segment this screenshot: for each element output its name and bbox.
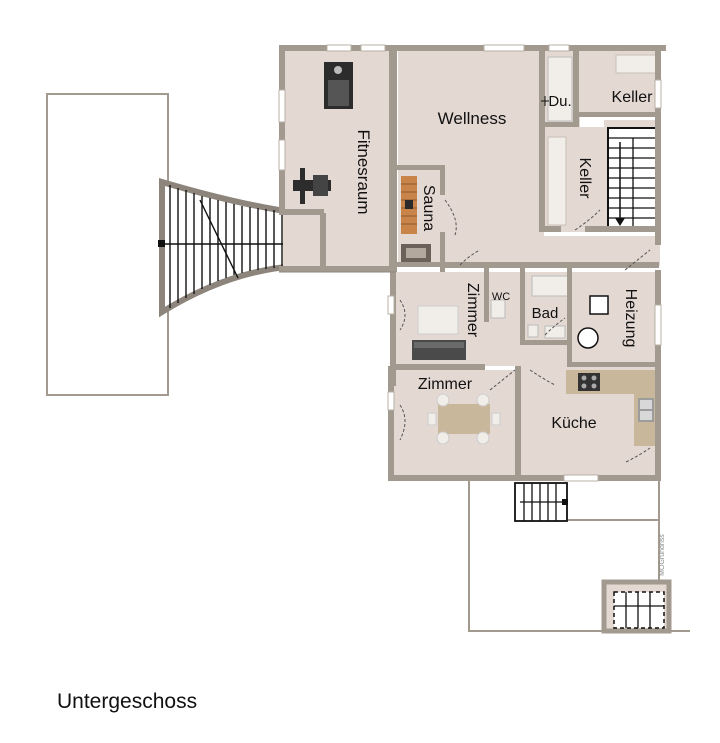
watermark: MOGrundriss — [659, 534, 666, 576]
keller-shelf — [615, 54, 657, 74]
room-label-wc: WC — [492, 291, 510, 303]
shower-tray — [547, 56, 573, 122]
room-label-kueche: Küche — [551, 415, 596, 432]
room-label-wellness: Wellness — [438, 109, 507, 128]
weight-bench-icon — [293, 168, 331, 204]
sauna-oven-icon — [401, 244, 431, 262]
dining-table-icon — [427, 393, 501, 445]
sauna-bench-icon — [401, 176, 417, 234]
terrace-outline — [46, 93, 169, 396]
room-label-heizung: Heizung — [622, 289, 639, 348]
windows — [278, 44, 662, 482]
room-label-bad: Bad — [532, 305, 559, 322]
door-swings — [399, 199, 651, 463]
kitchen-counter — [566, 370, 658, 446]
walls — [279, 45, 666, 481]
entrance-staircase — [514, 482, 568, 522]
room-label-keller-top: Keller — [612, 89, 654, 106]
tank-icon — [577, 327, 599, 349]
room-label-zimmer-2: Zimmer — [418, 376, 473, 393]
bath-sink-icon — [531, 275, 569, 297]
room-label-fitnessraum: Fitnesraum — [354, 129, 373, 214]
keller-side-shelf — [547, 136, 567, 226]
internal-staircase — [607, 127, 659, 232]
curved-staircase — [158, 177, 301, 318]
cellar-exit-staircase — [601, 579, 672, 634]
floor-label: Untergeschoss — [57, 690, 198, 713]
boiler-icon — [589, 295, 609, 315]
room-label-dusche: Du. — [548, 93, 571, 110]
bed-icon — [417, 305, 459, 335]
room-label-keller-side: Keller — [576, 158, 593, 200]
room-label-sauna: Sauna — [420, 185, 437, 231]
treadmill-icon — [324, 62, 353, 109]
toilet-icon — [490, 299, 506, 319]
room-label-zimmer-1: Zimmer — [464, 283, 481, 338]
